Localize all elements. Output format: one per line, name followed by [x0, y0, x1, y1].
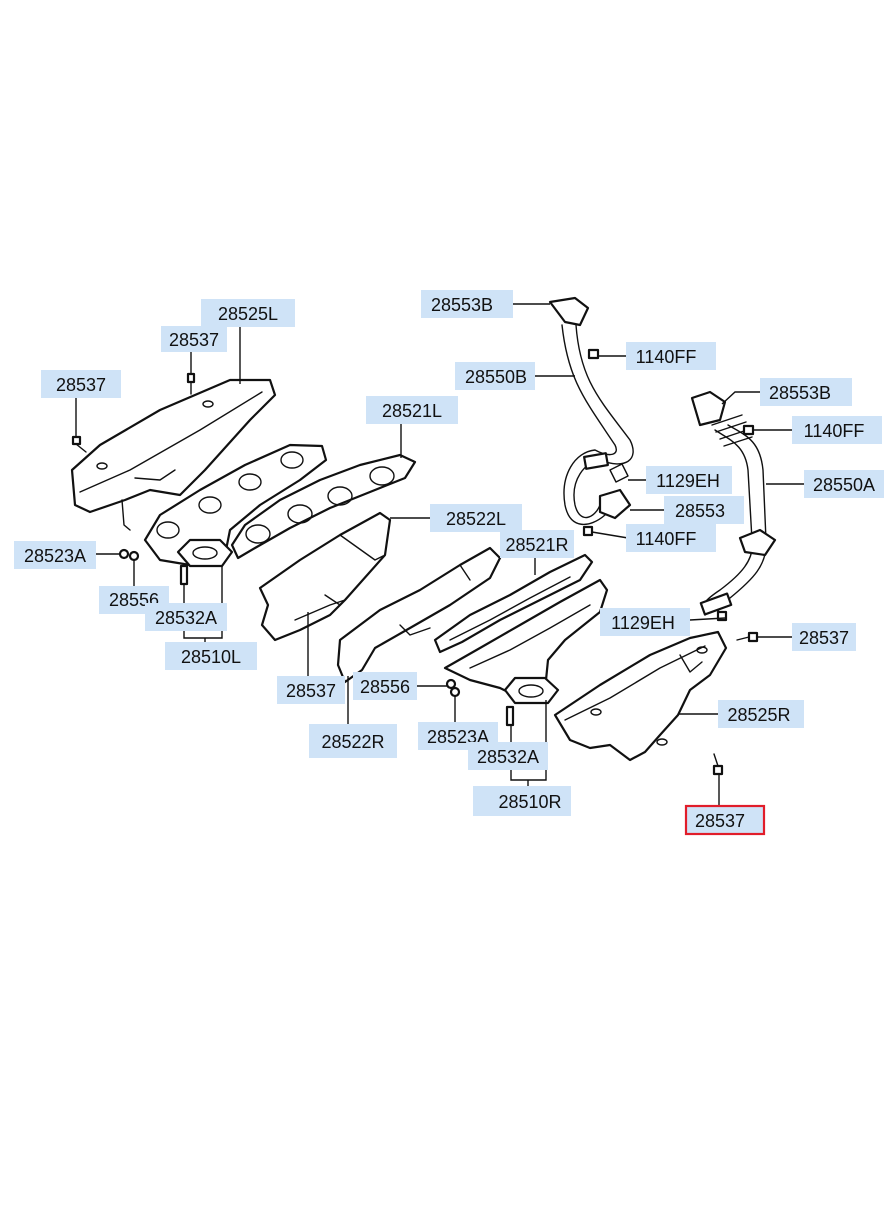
label-text: 1129EH: [656, 471, 720, 491]
label-text: 28521L: [382, 401, 442, 421]
label-text: 28521R: [505, 535, 568, 555]
label-text: 28537: [799, 628, 849, 648]
label-28553B-left[interactable]: 28553B: [421, 290, 513, 318]
stud-right: [505, 705, 515, 727]
label-text: 28510L: [181, 647, 241, 667]
label-text: 28532A: [477, 747, 539, 767]
label-28537-top[interactable]: 28537: [161, 326, 227, 352]
label-text: 28510R: [498, 792, 561, 812]
label-text: 28556: [360, 677, 410, 697]
label-28550B[interactable]: 28550B: [455, 362, 535, 390]
label-text: 1129EH: [611, 613, 675, 633]
bolt-left-shield-top: [186, 372, 196, 395]
selection-highlight-frame: [684, 804, 766, 836]
label-text: 1140FF: [636, 347, 697, 367]
bolt-right-shield-top: [736, 631, 759, 643]
label-text: 28525R: [727, 705, 790, 725]
label-28537-mid[interactable]: 28537: [277, 676, 345, 704]
label-text: 1140FF: [804, 421, 865, 441]
label-28525L[interactable]: 28525L: [201, 299, 295, 327]
heat-shield-left: [70, 378, 277, 531]
gasket-left: [230, 453, 417, 560]
label-28522R[interactable]: 28522R: [309, 724, 397, 758]
label-text: 28537: [169, 330, 219, 350]
label-text: 28553: [675, 501, 725, 521]
stud-left: [179, 564, 189, 586]
egr-pipe-left: [548, 296, 634, 537]
heat-shield-left-lower: [258, 511, 392, 642]
egr-pipe-right: [690, 390, 777, 622]
bolt-left-shield-tl: [71, 435, 87, 453]
label-1140FF-2[interactable]: 1140FF: [792, 416, 882, 444]
label-1140FF-1[interactable]: 1140FF: [626, 342, 716, 370]
label-text: 1140FF: [636, 529, 697, 549]
label-28553B-right[interactable]: 28553B: [760, 378, 852, 406]
label-text: 28537: [56, 375, 106, 395]
label-text: 28550B: [465, 367, 527, 387]
label-28525R[interactable]: 28525R: [718, 700, 804, 728]
gasket-right: [433, 553, 594, 654]
label-28537-selected[interactable]: 28537: [684, 804, 766, 836]
label-28522L[interactable]: 28522L: [430, 504, 522, 532]
label-text: 28537: [286, 681, 336, 701]
label-text: 28550A: [813, 475, 875, 495]
label-1129EH-1[interactable]: 1129EH: [646, 466, 732, 494]
label-28537-right[interactable]: 28537: [792, 623, 856, 651]
label-text: 28522L: [446, 509, 506, 529]
exhaust-manifold-right: [443, 578, 609, 705]
heat-shield-right: [553, 630, 728, 762]
label-text: 28537: [695, 811, 745, 831]
label-text: 28553B: [431, 295, 493, 315]
exhaust-manifold-left: [143, 443, 328, 568]
label-1140FF-3[interactable]: 1140FF: [626, 524, 716, 552]
nut-left: [118, 548, 140, 562]
label-28510R[interactable]: 28510R: [473, 786, 571, 816]
label-28521R[interactable]: 28521R: [500, 530, 574, 558]
label-28553[interactable]: 28553: [664, 496, 744, 524]
label-1129EH-2[interactable]: 1129EH: [600, 608, 690, 636]
label-28523A-left[interactable]: 28523A: [14, 541, 96, 569]
label-28537-top-left[interactable]: 28537: [41, 370, 121, 398]
label-28550A[interactable]: 28550A: [804, 470, 884, 498]
nut-right: [445, 678, 461, 698]
label-text: 28525L: [218, 304, 278, 324]
label-28521L[interactable]: 28521L: [366, 396, 458, 424]
label-28532A-left[interactable]: 28532A: [145, 603, 227, 631]
label-28532A-right[interactable]: 28532A: [468, 742, 548, 770]
label-text: 28522R: [321, 732, 384, 752]
label-text: 28523A: [24, 546, 86, 566]
label-text: 28532A: [155, 608, 217, 628]
bolt-right-shield-bottom: [712, 753, 724, 776]
egr-pipe-left-clamp: [609, 463, 629, 483]
label-28556-right[interactable]: 28556: [353, 672, 417, 700]
label-text: 28553B: [769, 383, 831, 403]
label-28510L[interactable]: 28510L: [165, 642, 257, 670]
